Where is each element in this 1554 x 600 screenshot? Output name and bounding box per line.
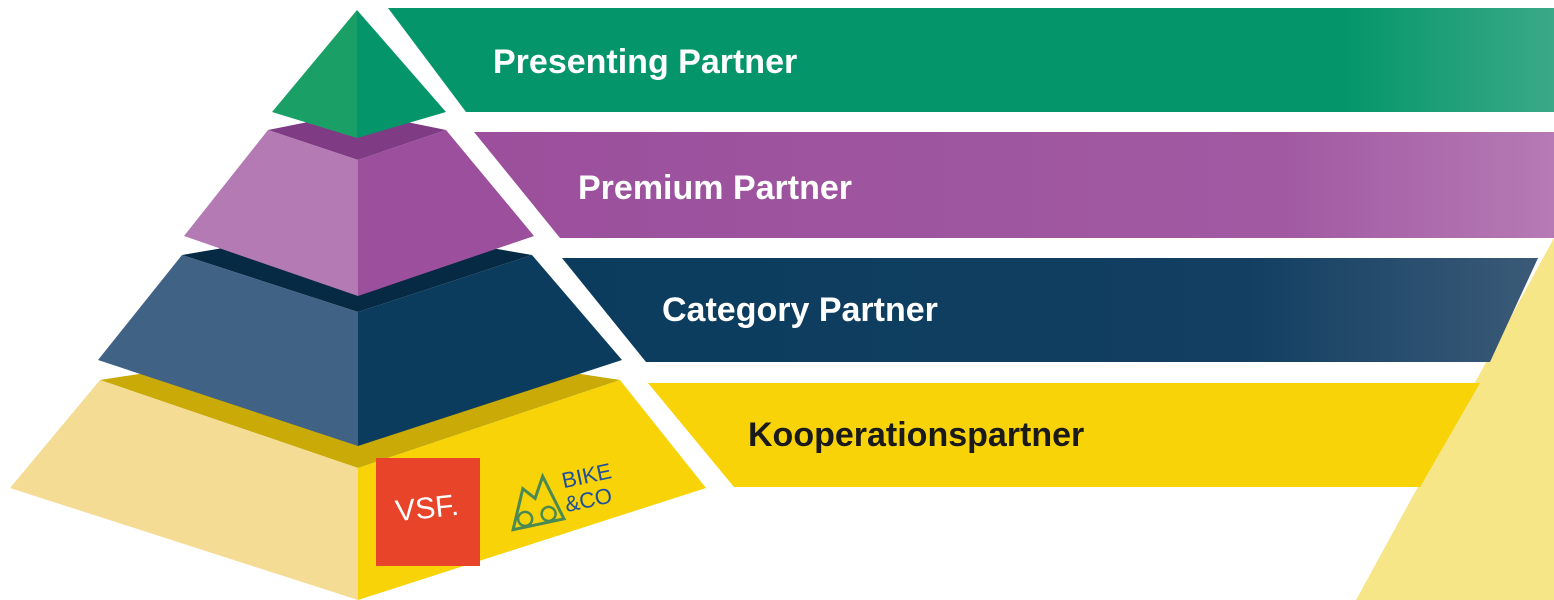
presenting-tier-left-face bbox=[272, 10, 357, 138]
bike-co-mountain-icon bbox=[511, 472, 567, 532]
kooperationspartner-label: Kooperationspartner bbox=[748, 416, 1085, 454]
category-tier-left-face bbox=[98, 255, 358, 446]
presenting-tier-right-face bbox=[357, 10, 446, 138]
presenting-partner-label: Presenting Partner bbox=[493, 43, 798, 81]
kooperation-banner bbox=[648, 383, 1480, 487]
premium-banner bbox=[474, 132, 1554, 238]
premium-partner-label: Premium Partner bbox=[578, 169, 852, 207]
vsf-logo-text: VSF. bbox=[394, 489, 460, 528]
category-banner bbox=[562, 258, 1538, 362]
vsf-logo: VSF. bbox=[376, 458, 480, 566]
premium-tier-left-face bbox=[184, 130, 358, 296]
category-tier-right-face bbox=[358, 255, 622, 446]
premium-tier-right-face bbox=[358, 130, 534, 296]
presenting-banner bbox=[388, 8, 1554, 112]
base-tier-left-face bbox=[10, 380, 358, 600]
category-partner-label: Category Partner bbox=[662, 291, 938, 329]
